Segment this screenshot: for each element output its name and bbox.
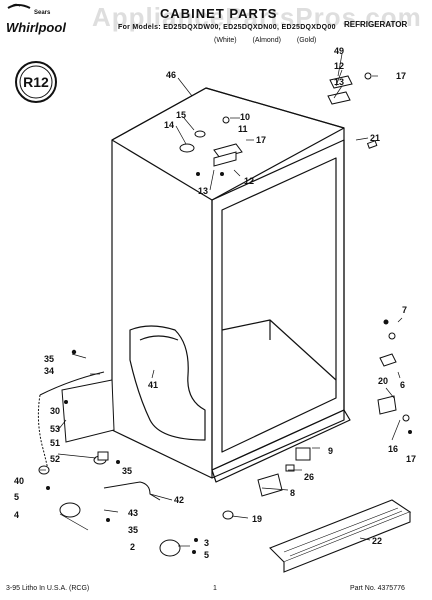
callout-5: 5 [14, 492, 19, 502]
whirlpool-logo: Sears Whirlpool [6, 3, 66, 35]
callout-35a: 35 [44, 354, 54, 364]
svg-text:Whirlpool: Whirlpool [6, 20, 66, 35]
compressor-panel [61, 379, 115, 443]
callout-14: 14 [164, 120, 174, 130]
callout-16: 16 [388, 444, 398, 454]
callout-46: 46 [166, 70, 176, 80]
callout-2: 2 [130, 542, 135, 552]
leveling-leg-left [59, 502, 81, 518]
callout-9: 9 [328, 446, 333, 456]
callout-8: 8 [290, 488, 295, 498]
callout-35b: 35 [122, 466, 132, 476]
drain-tube [103, 481, 161, 501]
callout-49: 49 [334, 46, 344, 56]
roller-front [159, 539, 181, 557]
footer-litho: 3-95 Litho In U.S.A. (RCG) [6, 585, 90, 592]
callout-3: 3 [204, 538, 209, 548]
door-stop [379, 353, 397, 367]
r12-badge: R12 [15, 61, 57, 103]
callout-17a: 17 [256, 135, 266, 145]
callout-7: 7 [402, 305, 407, 315]
callout-43: 43 [128, 508, 138, 518]
cabinet-top [111, 87, 345, 201]
callout-12a: 12 [244, 176, 254, 186]
callout-51: 51 [50, 438, 60, 448]
color-options: (White) (Almond) (Gold) [214, 37, 330, 44]
compressor-cutout [129, 325, 206, 441]
callout-4: 4 [14, 510, 19, 520]
shim [295, 447, 311, 461]
cabinet-clip [257, 473, 283, 497]
callout-13b: 13 [334, 77, 344, 87]
hinge-bottom [377, 395, 397, 415]
badge-text: R12 [23, 74, 49, 90]
color-gold: (Gold) [296, 37, 317, 44]
watermark: AppliancePartsPros.com [92, 2, 422, 32]
callout-21: 21 [370, 133, 380, 143]
footer-part-number: Part No. 4375776 [350, 585, 405, 592]
toe-grille [269, 499, 412, 563]
callout-53: 53 [50, 424, 60, 434]
footer-page-number: 1 [213, 585, 217, 592]
callout-13a: 13 [198, 186, 208, 196]
callout-52: 52 [50, 454, 60, 464]
color-white: (White) [214, 37, 237, 44]
page-title: CABINET PARTS [160, 6, 278, 21]
hinge-cap [179, 143, 195, 153]
callout-10: 10 [240, 112, 250, 122]
callout-19: 19 [252, 514, 262, 524]
callout-6: 6 [400, 380, 405, 390]
top-hinge-left [213, 143, 243, 159]
top-hinge-right [329, 75, 353, 89]
callout-22: 22 [372, 536, 382, 546]
callout-30: 30 [50, 406, 60, 416]
callout-12b: 12 [334, 61, 344, 71]
callout-17b: 17 [396, 71, 406, 81]
callout-20: 20 [378, 376, 388, 386]
callout-5b: 5 [204, 550, 209, 560]
callout-40: 40 [14, 476, 24, 486]
callout-15: 15 [176, 110, 186, 120]
callout-11: 11 [238, 124, 248, 134]
callout-26: 26 [304, 472, 314, 482]
model-line: For Models: ED25DQXDW00, ED25DQXDN00, ED… [118, 24, 336, 31]
callout-35c: 35 [128, 525, 138, 535]
callout-42: 42 [174, 495, 184, 505]
section-label: REFRIGERATOR [344, 20, 408, 29]
callout-41: 41 [148, 380, 158, 390]
color-almond: (Almond) [252, 37, 281, 44]
callout-17c: 17 [406, 454, 416, 464]
svg-text:Sears: Sears [34, 10, 51, 16]
callout-34: 34 [44, 366, 54, 376]
